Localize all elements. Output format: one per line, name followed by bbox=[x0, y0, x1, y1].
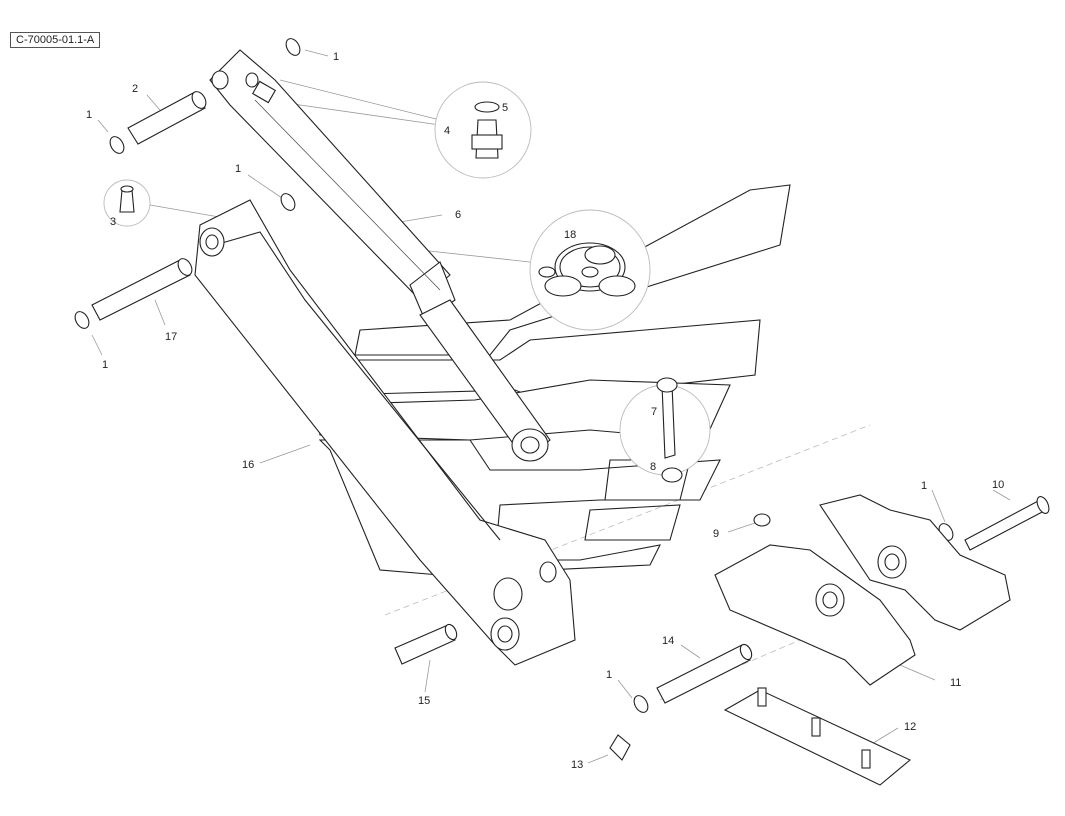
wear-plate bbox=[723, 687, 912, 786]
callout-11: 11 bbox=[950, 677, 961, 689]
callout-1: 1 bbox=[921, 480, 927, 492]
callout-4: 4 bbox=[444, 125, 450, 137]
callout-7: 7 bbox=[651, 406, 657, 418]
callout-1: 1 bbox=[333, 51, 339, 63]
callout-17: 17 bbox=[165, 331, 177, 343]
fasteners bbox=[609, 377, 771, 761]
hydraulic-cylinder bbox=[209, 49, 551, 462]
brackets bbox=[714, 494, 1011, 686]
callout-9: 9 bbox=[713, 528, 719, 540]
callout-1: 1 bbox=[86, 109, 92, 121]
callout-3: 3 bbox=[110, 216, 116, 228]
callout-12: 12 bbox=[904, 721, 916, 733]
callout-6: 6 bbox=[455, 209, 461, 221]
callout-1: 1 bbox=[235, 163, 241, 175]
callout-1: 1 bbox=[606, 669, 612, 681]
detail-views bbox=[103, 81, 651, 331]
callout-14: 14 bbox=[662, 635, 674, 647]
callout-15: 15 bbox=[418, 695, 430, 707]
callout-18: 18 bbox=[564, 229, 576, 241]
callout-13: 13 bbox=[571, 759, 583, 771]
callout-8: 8 bbox=[650, 461, 656, 473]
callout-2: 2 bbox=[132, 83, 138, 95]
retaining-rings bbox=[74, 38, 954, 713]
leader-lines bbox=[91, 49, 1011, 764]
callout-labels: 1 2 1 5 4 1 3 6 18 17 1 7 8 16 1 10 9 14… bbox=[86, 51, 1004, 771]
callout-16: 16 bbox=[242, 459, 254, 471]
callout-1: 1 bbox=[102, 359, 108, 371]
pins bbox=[91, 91, 1050, 704]
main-arm bbox=[194, 199, 576, 666]
callout-5: 5 bbox=[502, 102, 508, 114]
drawing-reference: C-70005-01.1-A bbox=[10, 32, 101, 48]
callout-10: 10 bbox=[992, 479, 1004, 491]
